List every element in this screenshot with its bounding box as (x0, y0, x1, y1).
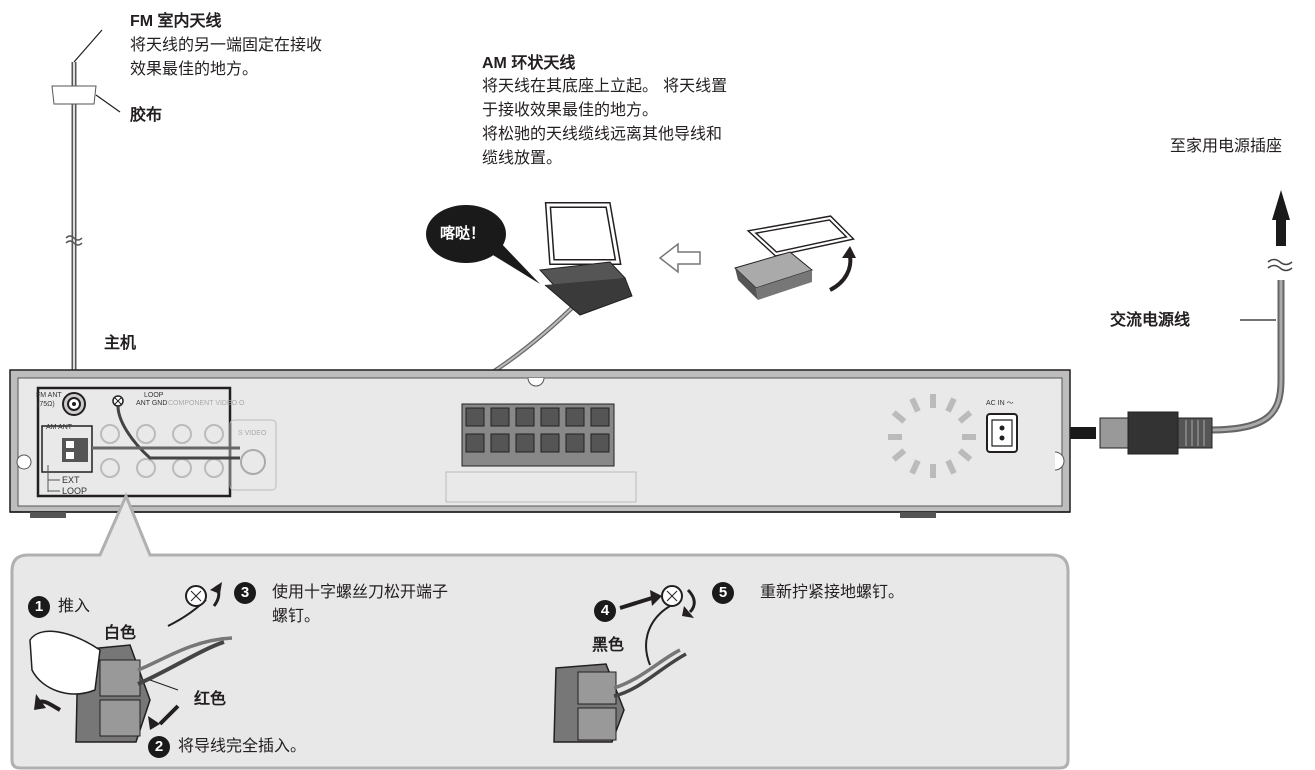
panel-loop: LOOP (144, 392, 164, 399)
panel-ext: EXT (62, 475, 80, 485)
panel-component-video: COMPONENT VIDEO O (168, 400, 245, 407)
click-bubble (426, 205, 540, 284)
red-wire-label: 红色 (194, 691, 227, 708)
tape-label: 胶布 (130, 107, 163, 124)
panel-ac-in: AC IN ～ (986, 400, 1014, 407)
step-1-text: 推入 (58, 596, 91, 615)
power-cord-label: 交流电源线 (1110, 312, 1191, 329)
step-5-text: 重新拧紧接地螺钉。 (760, 582, 905, 601)
terminal-detail-left (29, 582, 233, 743)
panel-ant-gnd: ANT GND (136, 400, 168, 407)
tape-icon (51, 85, 121, 113)
step-2-text: 将导线完全插入。 (178, 736, 307, 755)
fm-antenna-wire (65, 29, 103, 386)
main-unit-back (9, 369, 1071, 518)
hollow-arrow-icon (658, 242, 701, 274)
step-2-badge: 2 (148, 736, 170, 758)
panel-fm-ohm: (75Ω) (37, 401, 55, 408)
panel-am-ant: AM ANT (46, 424, 73, 431)
fm-antenna-desc: 将天线的另一端固定在接收 效果最佳的地方。 (130, 35, 323, 78)
am-loop-antenna (538, 202, 633, 316)
am-antenna-folded (734, 215, 856, 300)
am-antenna-desc: 将天线在其底座上立起。 将天线置 于接收效果最佳的地方。 将松驰的天线缆线远离其… (482, 76, 728, 167)
panel-loop-2: LOOP (62, 486, 88, 496)
callout-box (10, 492, 1070, 770)
step-4-badge: 4 (594, 600, 616, 622)
terminal-detail-right (553, 585, 696, 743)
fan-vent-icon (888, 394, 976, 478)
step-3-badge: 3 (234, 582, 256, 604)
panel-s-video: S VIDEO (238, 430, 267, 437)
to-outlet-label: 至家用电源插座 (1170, 136, 1283, 155)
step-3-text: 使用十字螺丝刀松开端子 螺钉。 (272, 582, 449, 625)
panel-fm-ant: FM ANT (36, 392, 62, 399)
black-wire-label: 黑色 (592, 637, 625, 654)
main-unit-label: 主机 (104, 335, 137, 352)
white-wire-label: 白色 (104, 625, 137, 642)
fm-antenna-title: FM 室内天线 (130, 13, 222, 30)
power-cord (1209, 190, 1293, 434)
am-antenna-title: AM 环状天线 (482, 55, 576, 72)
step-5-badge: 5 (712, 582, 734, 604)
click-label: 喀哒！ (440, 224, 486, 242)
step-1-badge: 1 (28, 596, 50, 618)
